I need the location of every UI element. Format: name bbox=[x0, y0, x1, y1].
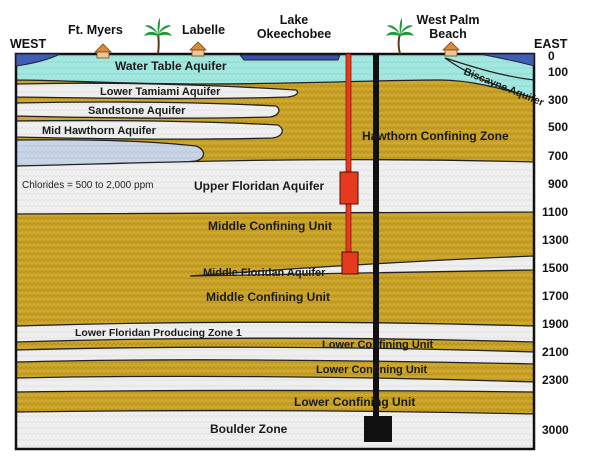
lake-label-line2: Okeechobee bbox=[257, 27, 331, 41]
boulder-zone-label: Boulder Zone bbox=[210, 422, 288, 436]
lower-confining-label-3: Lower Confining Unit bbox=[294, 395, 415, 409]
middle-floridan-label: Middle Floridan Aquifer bbox=[203, 267, 326, 279]
depth-tick-label: 3000 bbox=[542, 423, 569, 437]
west-palm-label-line2: Beach bbox=[429, 27, 467, 41]
section-frame bbox=[14, 52, 536, 451]
lower-floridan-producing-label: Lower Floridan Producing Zone 1 bbox=[75, 327, 242, 339]
injection-well-deep bbox=[364, 54, 392, 442]
upper-floridan-aquifer-layer bbox=[16, 159, 534, 215]
ft-myers-label: Ft. Myers bbox=[68, 23, 123, 37]
water-table-aquifer-label: Water Table Aquifer bbox=[115, 59, 227, 73]
west-palm-label-line1: West Palm bbox=[417, 13, 480, 27]
depth-tick-label: 300 bbox=[548, 93, 568, 107]
mid-hawthorn-aquifer-layer bbox=[16, 119, 283, 140]
sandstone-aquifer-layer bbox=[16, 101, 280, 119]
chlorides-label: Chlorides = 500 to 2,000 ppm bbox=[22, 180, 153, 191]
depth-tick-label: 1700 bbox=[542, 289, 569, 303]
lake-water bbox=[238, 54, 341, 61]
biscayne-aquifer-layer bbox=[444, 57, 534, 99]
house-icon bbox=[189, 41, 207, 57]
depth-tick-label: 700 bbox=[548, 149, 568, 163]
depth-tick-label: 1900 bbox=[542, 317, 569, 331]
middle-confining-label-2: Middle Confining Unit bbox=[206, 290, 330, 304]
lake-label-line1: Lake bbox=[280, 13, 309, 27]
water-table-aquifer-layer bbox=[16, 54, 534, 99]
light-band-2 bbox=[16, 346, 534, 365]
boulder-zone-screen bbox=[364, 416, 392, 442]
labelle-label: Labelle bbox=[182, 23, 225, 37]
depth-scale: 0 100 300 500 700 900 1100 1300 1500 170… bbox=[542, 49, 569, 437]
middle-floridan-screen bbox=[341, 251, 359, 275]
boulder-zone-layer bbox=[16, 410, 534, 449]
palm-tree-icon bbox=[386, 18, 414, 55]
lower-confining-label-2: Lower Confining Unit bbox=[316, 364, 428, 376]
palm-tree-icon bbox=[144, 18, 172, 55]
middle-confining-label-1: Middle Confining Unit bbox=[208, 219, 332, 233]
lower-confining-label-1: Lower Confining Unit bbox=[322, 339, 434, 351]
ocean-wedge bbox=[479, 53, 535, 67]
upper-floridan-screen bbox=[339, 171, 359, 205]
lower-tamiami-label: Lower Tamiami Aquifer bbox=[100, 86, 221, 98]
depth-tick-label: 500 bbox=[548, 120, 568, 134]
mid-hawthorn-label: Mid Hawthorn Aquifer bbox=[42, 125, 157, 137]
sandstone-aquifer-label: Sandstone Aquifer bbox=[88, 105, 186, 117]
depth-tick-label: 2100 bbox=[542, 345, 569, 359]
lower-tamiami-layer bbox=[16, 82, 299, 100]
house-icon bbox=[442, 41, 460, 57]
depth-tick-label: 1300 bbox=[542, 233, 569, 247]
west-label: WEST bbox=[10, 37, 46, 51]
house-icon bbox=[94, 43, 112, 59]
light-band-3 bbox=[16, 375, 534, 393]
depth-tick-label: 900 bbox=[548, 177, 568, 191]
middle-floridan-aquifer-layer bbox=[189, 255, 534, 277]
upper-floridan-label: Upper Floridan Aquifer bbox=[194, 179, 325, 193]
depth-tick-label: 2300 bbox=[542, 373, 569, 387]
depth-tick-label: 0 bbox=[548, 49, 555, 63]
hawthorn-confining-label: Hawthorn Confining Zone bbox=[362, 129, 509, 143]
injection-well-red bbox=[339, 53, 359, 275]
depth-tick-label: 1100 bbox=[542, 205, 568, 219]
west-coast-water bbox=[15, 53, 61, 67]
strata-group bbox=[16, 54, 534, 449]
lower-floridan-producing-layer bbox=[16, 321, 534, 343]
depth-tick-label: 100 bbox=[548, 65, 568, 79]
depth-tick-label: 1500 bbox=[542, 261, 569, 275]
east-label: EAST bbox=[534, 37, 568, 51]
